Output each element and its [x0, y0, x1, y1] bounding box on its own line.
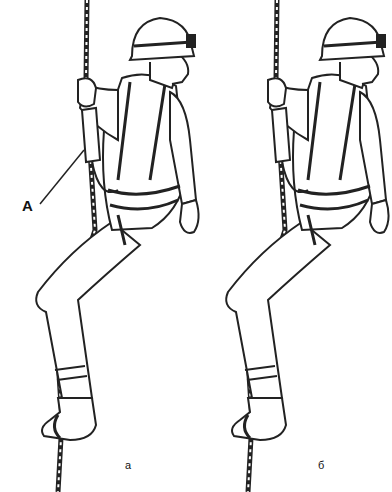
leader-line: [40, 150, 84, 204]
figure-letter: б: [318, 460, 324, 471]
climber-b: [226, 0, 388, 492]
figure-letter: а: [125, 460, 131, 471]
climber-a: [36, 0, 198, 492]
callout-letter: A: [22, 198, 33, 213]
